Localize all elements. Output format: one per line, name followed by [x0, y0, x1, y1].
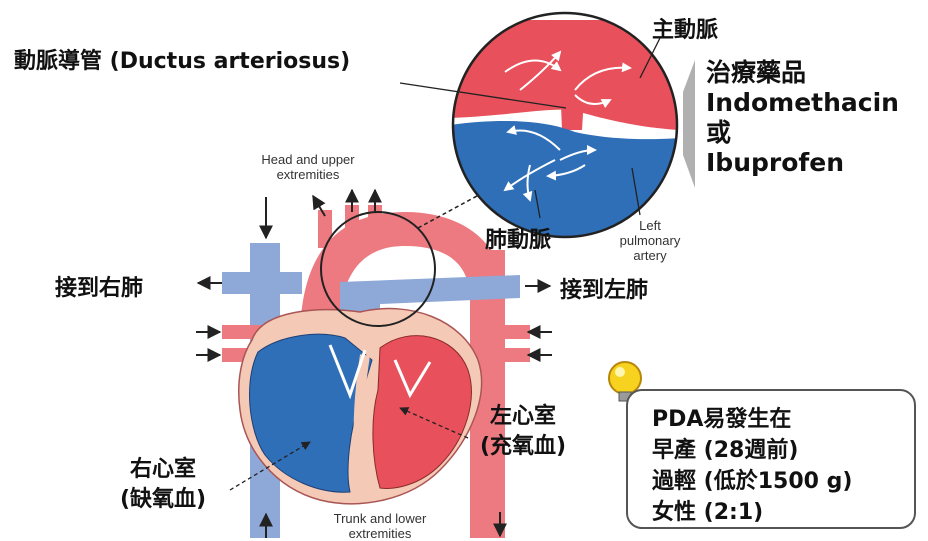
pulmonary-artery-label: 肺動脈 [485, 222, 551, 254]
magnified-inset [450, 10, 680, 240]
ductus-label: 動脈導管 (Ductus arteriosus) [14, 43, 350, 75]
left-pulmonary-artery-label: Left pulmonary artery [600, 218, 700, 263]
inset-ductus [560, 80, 585, 130]
drug-connector: 或 [706, 118, 899, 148]
pulmonary-vein [470, 348, 530, 362]
drug-indomethacin: Indomethacin [706, 88, 899, 118]
trunk-lower-label: Trunk and lower extremities [300, 511, 460, 541]
to-left-lung-label: 接到左肺 [560, 272, 648, 304]
drug-ibuprofen: Ibuprofen [706, 148, 899, 178]
left-ventricle-label: 左心室 (充氧血) [480, 402, 566, 462]
aorta-label: 主動脈 [652, 12, 718, 44]
info-line: PDA易發生在 [652, 401, 791, 433]
right-pulmonary-vessel [222, 272, 302, 294]
info-line: 過輕 (低於1500 g) [652, 463, 852, 495]
pda-risk-info-box: PDA易發生在 早產 (28週前) 過輕 (低於1500 g) 女性 (2:1) [626, 389, 916, 529]
treatment-title: 治療藥品 [706, 58, 899, 88]
info-line: 早產 (28週前) [652, 432, 798, 464]
treatment-label: 治療藥品 Indomethacin 或 Ibuprofen [706, 58, 899, 178]
right-ventricle-label: 右心室 (缺氧血) [120, 455, 206, 515]
pointer-triangle [683, 60, 695, 188]
info-line: 女性 (2:1) [652, 494, 763, 526]
head-upper-label: Head and upper extremities [238, 152, 378, 182]
pulmonary-vein [470, 325, 530, 339]
to-right-lung-label: 接到右肺 [55, 270, 143, 302]
left-ventricle [373, 336, 471, 489]
